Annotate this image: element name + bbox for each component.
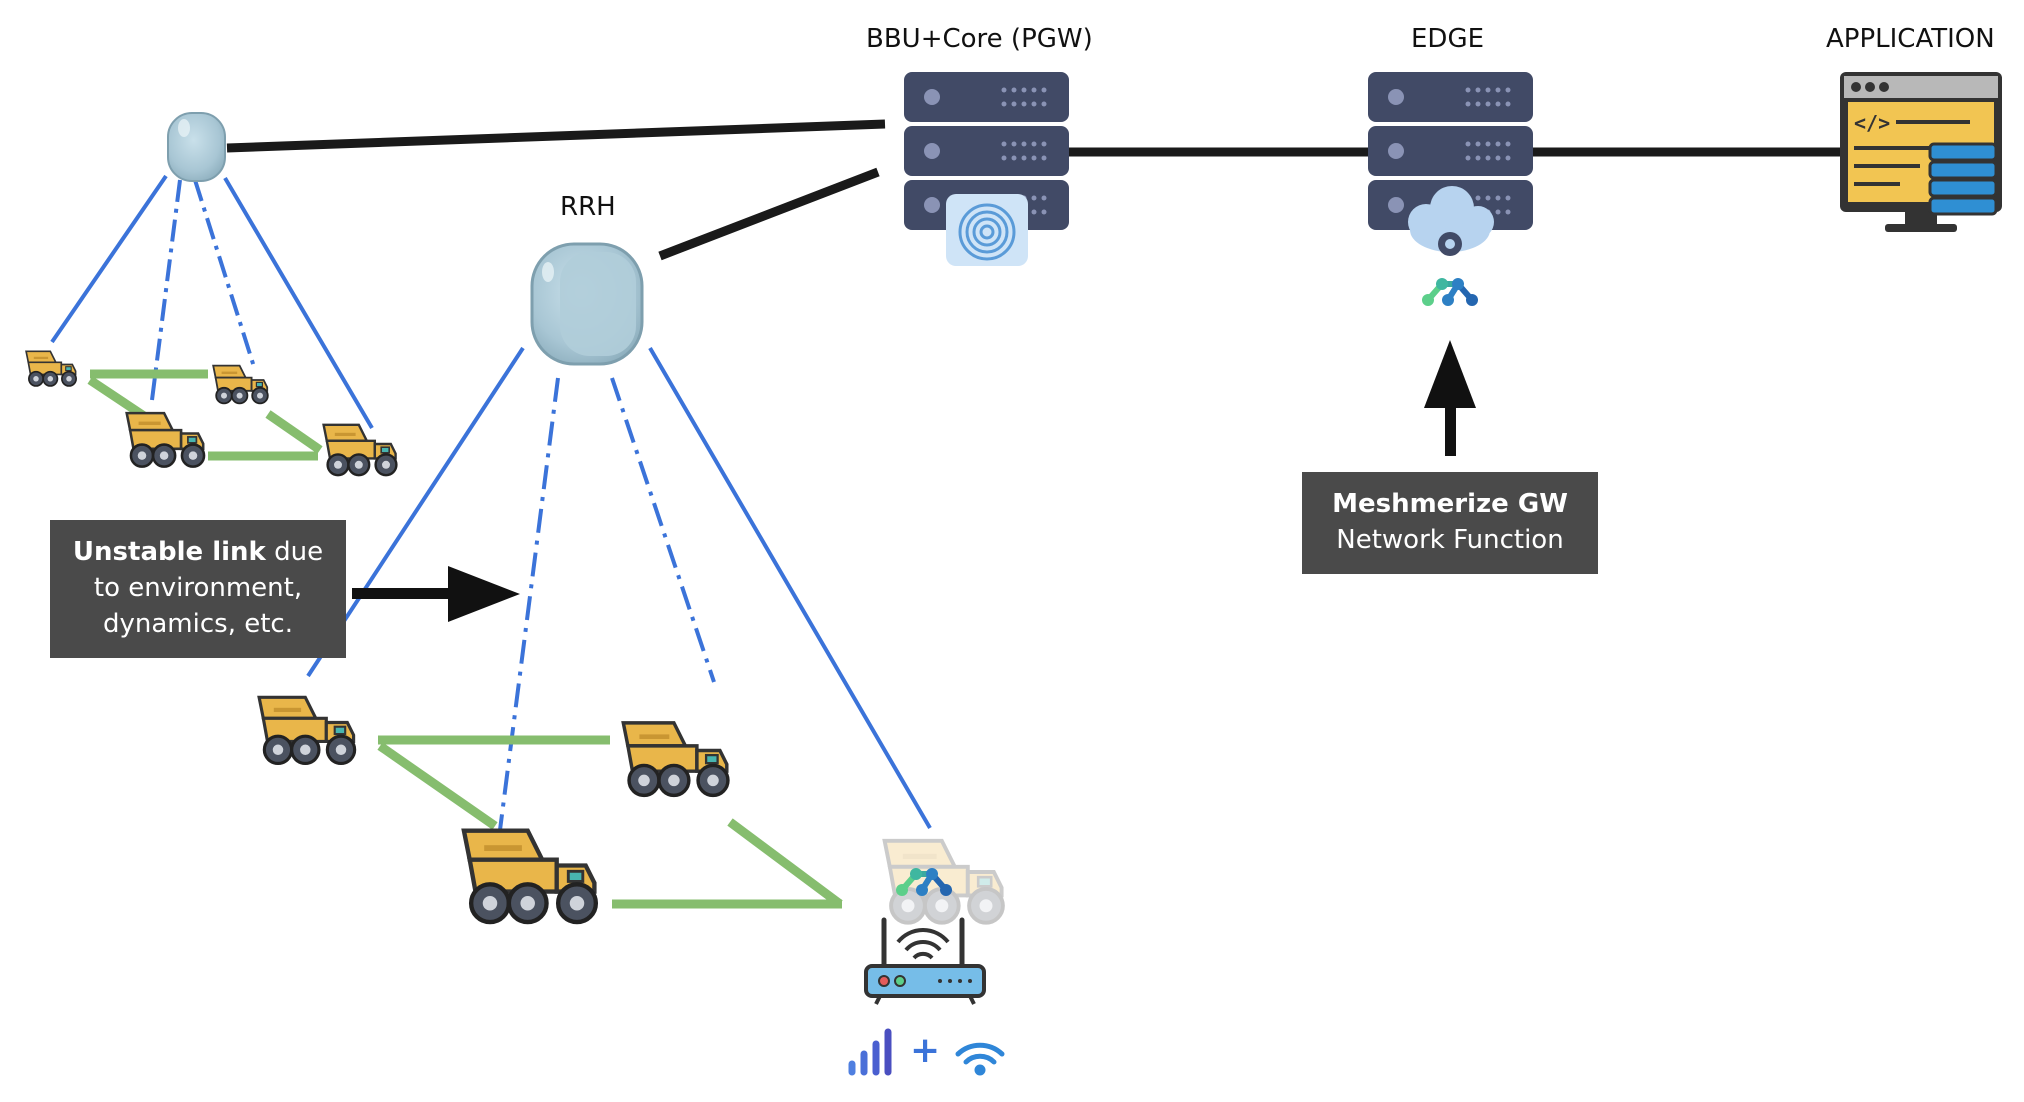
- rrh-icon: [530, 242, 644, 366]
- truck-icon: [621, 721, 730, 798]
- truck-icon: [322, 423, 398, 477]
- backhaul-small-rrh-to-bbu: [226, 119, 886, 153]
- rrh-mesh-links: [377, 735, 843, 909]
- edge-label: EDGE: [1411, 24, 1485, 54]
- router-icon: [864, 917, 986, 1005]
- wifi-icon: [955, 1042, 1005, 1076]
- truck-icon: [882, 838, 1005, 925]
- mesh-logo-icon: [1422, 278, 1478, 306]
- callout-line-1: Unstable link due: [50, 534, 346, 570]
- arrow-up-icon: [1424, 340, 1476, 456]
- unstable-link-callout: Unstable link due to environment, dynami…: [50, 520, 346, 658]
- svg-text:</>: </>: [1854, 111, 1890, 135]
- meshmerize-gw-callout: Meshmerize GW Network Function: [1302, 472, 1598, 574]
- truck-icon: [464, 831, 596, 922]
- small-cluster-mesh-links: [87, 369, 323, 461]
- truck-icon: [125, 411, 206, 468]
- cloud-icon: [1408, 186, 1494, 256]
- application-label: APPLICATION: [1826, 24, 1995, 54]
- truck-icon: [25, 350, 77, 387]
- small-cluster-radio-links: [50, 174, 374, 430]
- core-radio-icon: [946, 194, 1028, 266]
- callout-line-2: to environment,: [93, 573, 303, 603]
- backhaul-rrh-to-bbu: [658, 167, 880, 261]
- truck-icon: [257, 695, 357, 766]
- meshmerize-subtitle: Network Function: [1336, 525, 1564, 555]
- meshmerize-title: Meshmerize GW: [1332, 489, 1568, 519]
- bbu-label: BBU+Core (PGW): [866, 24, 1093, 54]
- rrh-icon: [167, 112, 226, 182]
- arrow-right-icon: [352, 566, 520, 622]
- callout-due: due: [265, 537, 324, 567]
- callout-line-3: dynamics, etc.: [103, 609, 293, 639]
- plus-sign: +: [910, 1030, 941, 1071]
- truck-icon: [212, 364, 269, 405]
- rrh-label: RRH: [560, 192, 616, 222]
- signal-bars-icon: [848, 1028, 892, 1076]
- callout-bold: Unstable link: [72, 537, 266, 567]
- application-monitor-icon: </>: [1840, 72, 2002, 232]
- backhaul-links: [226, 119, 1845, 261]
